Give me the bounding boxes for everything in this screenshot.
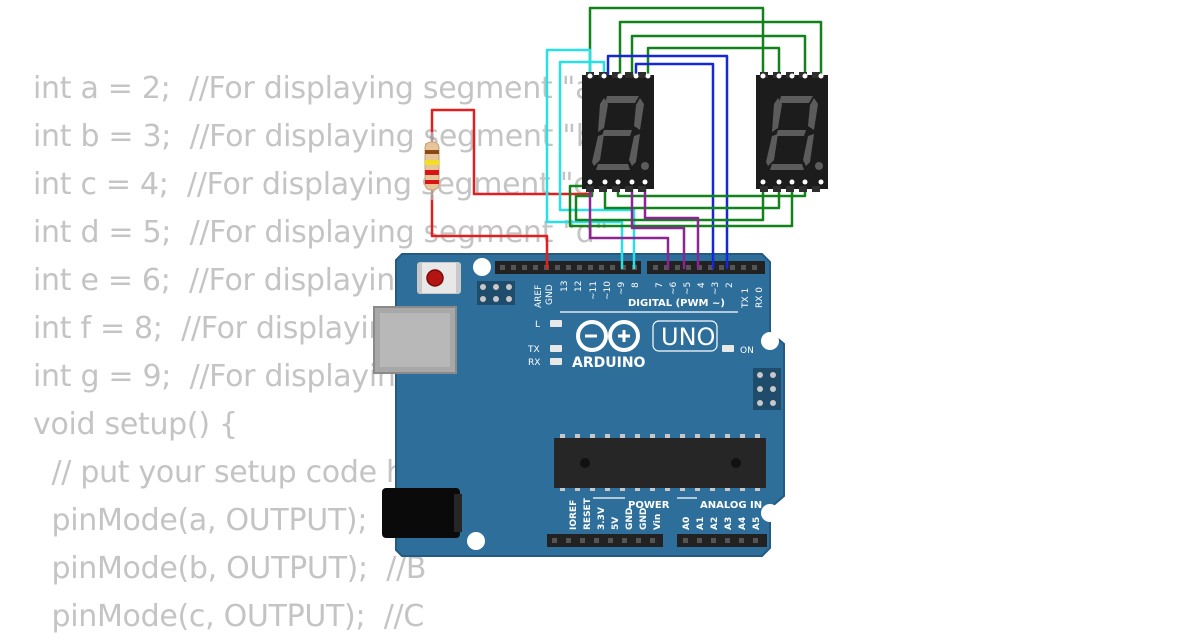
- pin-label: ~10: [603, 281, 613, 300]
- pin-label: RESET: [583, 497, 593, 530]
- pin-label: A0: [682, 517, 692, 530]
- pin-label: AREF: [534, 285, 544, 308]
- segments: [766, 96, 823, 170]
- digital-pin-labels: AREF GND 13 12 ~11 ~10 ~9 8 7 ~6 ~5 4 ~3…: [534, 281, 765, 309]
- pin-label: GND: [625, 508, 635, 530]
- seven-segment-display-right[interactable]: [756, 72, 828, 192]
- code-line: void setup() {: [33, 407, 238, 442]
- code-line: int d = 5; //For displaying segment "d": [33, 215, 609, 250]
- wire-green[interactable]: [574, 178, 765, 222]
- seven-segment-display-left[interactable]: [582, 72, 654, 192]
- pin-label: 7: [655, 282, 665, 288]
- pin-label: IOREF: [569, 500, 579, 530]
- code-line: pinMode(c, OUTPUT); //C: [33, 599, 424, 634]
- pin-label: 12: [574, 281, 584, 292]
- wire-blue[interactable]: [606, 54, 729, 270]
- atmega-chip: [554, 434, 766, 491]
- resistor[interactable]: [424, 132, 440, 200]
- usb-port: [373, 306, 457, 374]
- pin-label: 5V: [611, 517, 621, 530]
- pin-label: A5: [752, 517, 762, 530]
- uno-model-text: UNO: [661, 323, 715, 351]
- pin-label: 3.3V: [597, 507, 607, 530]
- led-tx-label: TX: [527, 345, 540, 355]
- wire-green[interactable]: [646, 46, 781, 78]
- power-label: POWER: [628, 500, 670, 511]
- pin-label: Vin: [653, 514, 663, 530]
- digital-pwm-label: DIGITAL (PWM ~): [628, 298, 725, 309]
- led-l-label: L: [535, 320, 540, 330]
- wire-red[interactable]: [430, 108, 594, 196]
- power-jack: [382, 488, 462, 538]
- pin-label: A3: [724, 517, 734, 530]
- pin-label: GND: [545, 284, 555, 305]
- wire-purple[interactable]: [588, 178, 670, 270]
- arduino-infinity-logo: [576, 320, 640, 352]
- digital-header: [495, 261, 765, 274]
- pin-label: ~3: [711, 282, 721, 295]
- wire-red[interactable]: [430, 193, 549, 270]
- led-rx-label: RX: [528, 358, 540, 368]
- pin-label: TX 1: [741, 288, 751, 309]
- code-line: int c = 4; //For displaying segment "c": [33, 167, 603, 202]
- mounting-hole: [473, 258, 491, 276]
- icsp-header: [477, 281, 515, 305]
- pin-label: A1: [696, 517, 706, 530]
- pin-label: 2: [725, 282, 735, 288]
- arduino-brand-text: ARDUINO: [572, 355, 646, 371]
- reset-button[interactable]: [417, 262, 461, 294]
- arduino-uno-board[interactable]: AREF GND 13 12 ~11 ~10 ~9 8 7 ~6 ~5 4 ~3…: [373, 253, 785, 557]
- pin-label: 8: [631, 282, 641, 288]
- wire-purple[interactable]: [630, 178, 686, 270]
- pin-label: ~5: [683, 282, 693, 295]
- wire-green[interactable]: [588, 6, 765, 78]
- mounting-hole: [761, 504, 779, 522]
- segments: [592, 96, 649, 170]
- mounting-hole: [761, 332, 779, 350]
- pin-label: GND: [639, 508, 649, 530]
- pin-label: ~6: [669, 281, 679, 295]
- analog-in-label: ANALOG IN: [700, 500, 762, 511]
- pin-dots: [587, 73, 824, 185]
- power-analog-headers: POWER ANALOG IN IOREF RESET 3.3V 5V GND …: [547, 497, 767, 547]
- wire-green[interactable]: [603, 178, 781, 210]
- pin-label: A4: [738, 517, 748, 530]
- led-indicators: L TX RX ON: [527, 320, 754, 368]
- pin-label: ~9: [617, 281, 627, 295]
- wires: [430, 6, 823, 270]
- pin-label: ~11: [589, 281, 599, 300]
- wire-green[interactable]: [618, 20, 823, 78]
- code-line: pinMode(b, OUTPUT); //B: [33, 551, 427, 586]
- wire-purple[interactable]: [643, 178, 700, 270]
- pin-label: RX 0: [755, 287, 765, 308]
- pin-label: A2: [710, 517, 720, 530]
- led-on-label: ON: [740, 346, 754, 356]
- wire-blue[interactable]: [634, 62, 715, 270]
- mounting-hole: [467, 532, 485, 550]
- pin-label: 4: [697, 282, 707, 288]
- pin-label: 13: [560, 281, 570, 292]
- icsp-header-right: [753, 368, 781, 410]
- uno-badge: [652, 320, 718, 352]
- wire-cyan[interactable]: [545, 48, 624, 270]
